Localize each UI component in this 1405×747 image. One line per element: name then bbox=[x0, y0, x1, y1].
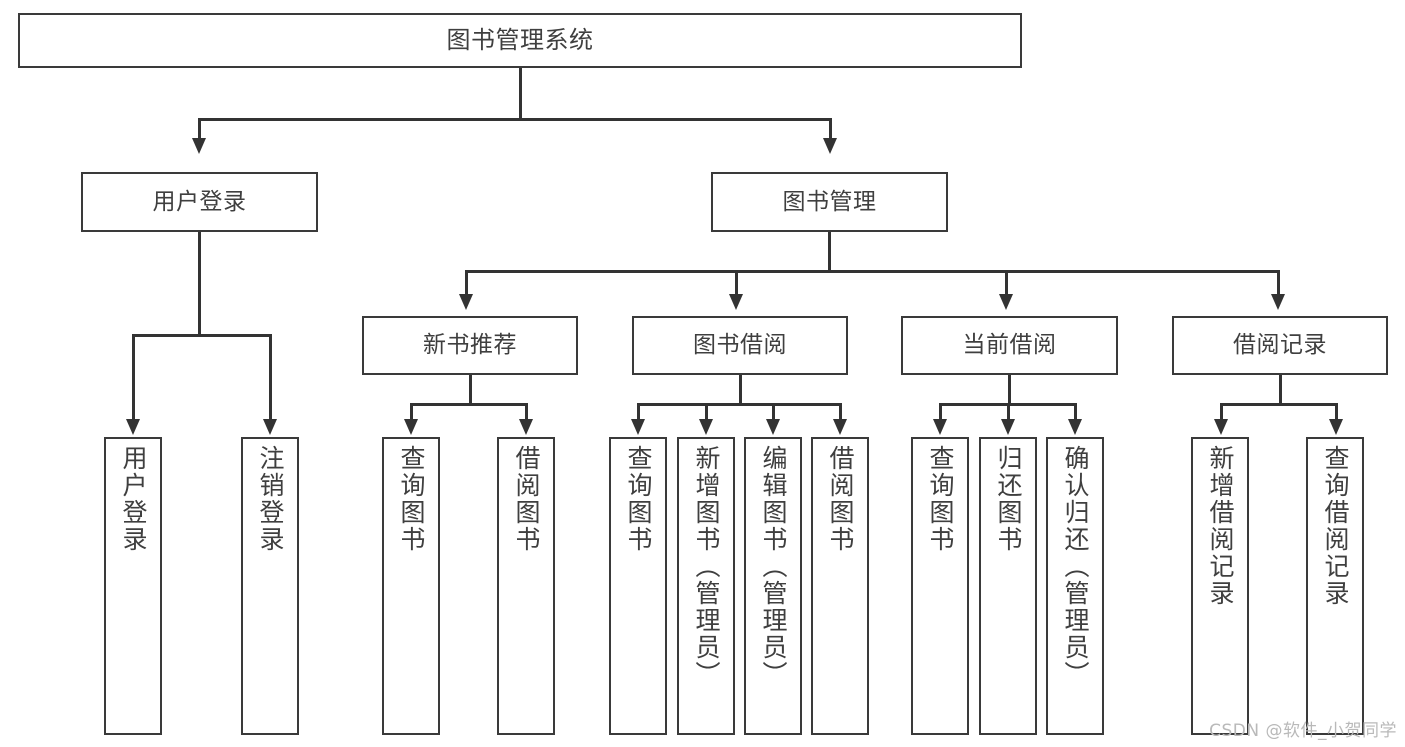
connector-to-new-book-recommend bbox=[465, 270, 468, 296]
connector-new-book-recommend-trunk bbox=[469, 375, 472, 403]
node-label: 注销登录 bbox=[256, 445, 285, 553]
node-label: 借阅图书 bbox=[826, 445, 855, 553]
arrow-br-leaf-2 bbox=[1329, 419, 1343, 435]
node-label: 查询图书 bbox=[397, 445, 426, 553]
connector-to-book-management bbox=[829, 118, 832, 140]
leaf-bb-borrow-book[interactable]: 借阅图书 bbox=[811, 437, 869, 735]
arrow-user-login-leaf-1 bbox=[126, 419, 140, 435]
arrow-bb-leaf-2 bbox=[699, 419, 713, 435]
leaf-user-login-signin[interactable]: 用户登录 bbox=[104, 437, 162, 735]
connector-book-management-trunk bbox=[828, 232, 831, 270]
node-label: 图书管理系统 bbox=[446, 25, 594, 54]
node-book-borrow[interactable]: 图书借阅 bbox=[632, 316, 848, 375]
node-borrow-record[interactable]: 借阅记录 bbox=[1172, 316, 1388, 375]
node-current-borrow[interactable]: 当前借阅 bbox=[901, 316, 1118, 375]
connector-to-book-borrow bbox=[735, 270, 738, 296]
watermark-text: CSDN @软件_小贺同学 bbox=[1209, 721, 1397, 741]
arrow-nbr-leaf-1 bbox=[404, 419, 418, 435]
node-label: 借阅记录 bbox=[1233, 332, 1327, 359]
connector-bb-leaf-4 bbox=[839, 403, 842, 421]
node-label: 用户登录 bbox=[119, 445, 148, 553]
node-label: 用户登录 bbox=[152, 188, 247, 215]
leaf-bb-query-book[interactable]: 查询图书 bbox=[609, 437, 667, 735]
leaf-bb-add-book-admin[interactable]: 新增图书（管理员） bbox=[677, 437, 735, 735]
connector-book-borrow-bar bbox=[638, 403, 842, 406]
node-user-login[interactable]: 用户登录 bbox=[81, 172, 318, 232]
arrow-br-leaf-1 bbox=[1214, 419, 1228, 435]
connector-cb-leaf-2 bbox=[1007, 403, 1010, 421]
connector-bb-leaf-3 bbox=[772, 403, 775, 421]
arrow-to-book-borrow bbox=[729, 294, 743, 310]
arrow-cb-leaf-1 bbox=[933, 419, 947, 435]
node-book-management[interactable]: 图书管理 bbox=[711, 172, 948, 232]
leaf-user-login-signout[interactable]: 注销登录 bbox=[241, 437, 299, 735]
leaf-bb-edit-book-admin[interactable]: 编辑图书（管理员） bbox=[744, 437, 802, 735]
node-label: 图书管理 bbox=[782, 188, 877, 215]
connector-user-login-trunk bbox=[198, 232, 201, 334]
node-root-book-management-system[interactable]: 图书管理系统 bbox=[18, 13, 1022, 68]
node-new-book-recommend[interactable]: 新书推荐 bbox=[362, 316, 578, 375]
connector-bb-leaf-1 bbox=[637, 403, 640, 421]
arrow-cb-leaf-3 bbox=[1068, 419, 1082, 435]
leaf-br-add-record[interactable]: 新增借阅记录 bbox=[1191, 437, 1249, 735]
connector-level3-bar bbox=[466, 270, 1280, 273]
node-label: 新增借阅记录 bbox=[1206, 445, 1235, 607]
node-label: 查询图书 bbox=[926, 445, 955, 553]
node-label: 确认归还（管理员） bbox=[1061, 445, 1090, 688]
arrow-to-new-book-recommend bbox=[459, 294, 473, 310]
arrow-to-user-login bbox=[192, 138, 206, 154]
connector-borrow-record-bar bbox=[1221, 403, 1338, 406]
connector-cb-leaf-3 bbox=[1074, 403, 1077, 421]
arrow-user-login-leaf-2 bbox=[263, 419, 277, 435]
connector-bb-leaf-2 bbox=[705, 403, 708, 421]
connector-to-current-borrow bbox=[1005, 270, 1008, 296]
node-label: 借阅图书 bbox=[512, 445, 541, 553]
connector-user-login-bar bbox=[133, 334, 272, 337]
leaf-cb-confirm-return-admin[interactable]: 确认归还（管理员） bbox=[1046, 437, 1104, 735]
connector-root-trunk bbox=[519, 68, 522, 118]
arrow-to-book-management bbox=[823, 138, 837, 154]
leaf-nbr-borrow-book[interactable]: 借阅图书 bbox=[497, 437, 555, 735]
connector-nbr-leaf-2 bbox=[525, 403, 528, 421]
leaf-nbr-query-book[interactable]: 查询图书 bbox=[382, 437, 440, 735]
leaf-br-query-record[interactable]: 查询借阅记录 bbox=[1306, 437, 1364, 735]
connector-to-borrow-record bbox=[1277, 270, 1280, 296]
connector-user-login-leaf-1 bbox=[132, 334, 135, 421]
arrow-bb-leaf-1 bbox=[631, 419, 645, 435]
arrow-bb-leaf-3 bbox=[766, 419, 780, 435]
node-label: 当前借阅 bbox=[962, 332, 1057, 359]
node-label: 新书推荐 bbox=[423, 332, 517, 359]
connector-level2-bar bbox=[199, 118, 831, 121]
arrow-bb-leaf-4 bbox=[833, 419, 847, 435]
connector-cb-leaf-1 bbox=[939, 403, 942, 421]
node-label: 编辑图书（管理员） bbox=[759, 445, 788, 688]
arrow-cb-leaf-2 bbox=[1001, 419, 1015, 435]
leaf-cb-return-book[interactable]: 归还图书 bbox=[979, 437, 1037, 735]
leaf-cb-query-book[interactable]: 查询图书 bbox=[911, 437, 969, 735]
connector-br-leaf-1 bbox=[1220, 403, 1223, 421]
node-label: 查询图书 bbox=[624, 445, 653, 553]
arrow-to-borrow-record bbox=[1271, 294, 1285, 310]
node-label: 新增图书（管理员） bbox=[692, 445, 721, 688]
arrow-to-current-borrow bbox=[999, 294, 1013, 310]
node-label: 查询借阅记录 bbox=[1321, 445, 1350, 607]
connector-to-user-login bbox=[198, 118, 201, 140]
connector-book-borrow-trunk bbox=[739, 375, 742, 403]
connector-new-book-recommend-bar bbox=[411, 403, 528, 406]
connector-user-login-leaf-2 bbox=[269, 334, 272, 421]
node-label: 归还图书 bbox=[994, 445, 1023, 553]
connector-br-leaf-2 bbox=[1335, 403, 1338, 421]
node-label: 图书借阅 bbox=[693, 332, 787, 359]
connector-nbr-leaf-1 bbox=[410, 403, 413, 421]
connector-current-borrow-trunk bbox=[1008, 375, 1011, 403]
connector-borrow-record-trunk bbox=[1279, 375, 1282, 403]
arrow-nbr-leaf-2 bbox=[519, 419, 533, 435]
